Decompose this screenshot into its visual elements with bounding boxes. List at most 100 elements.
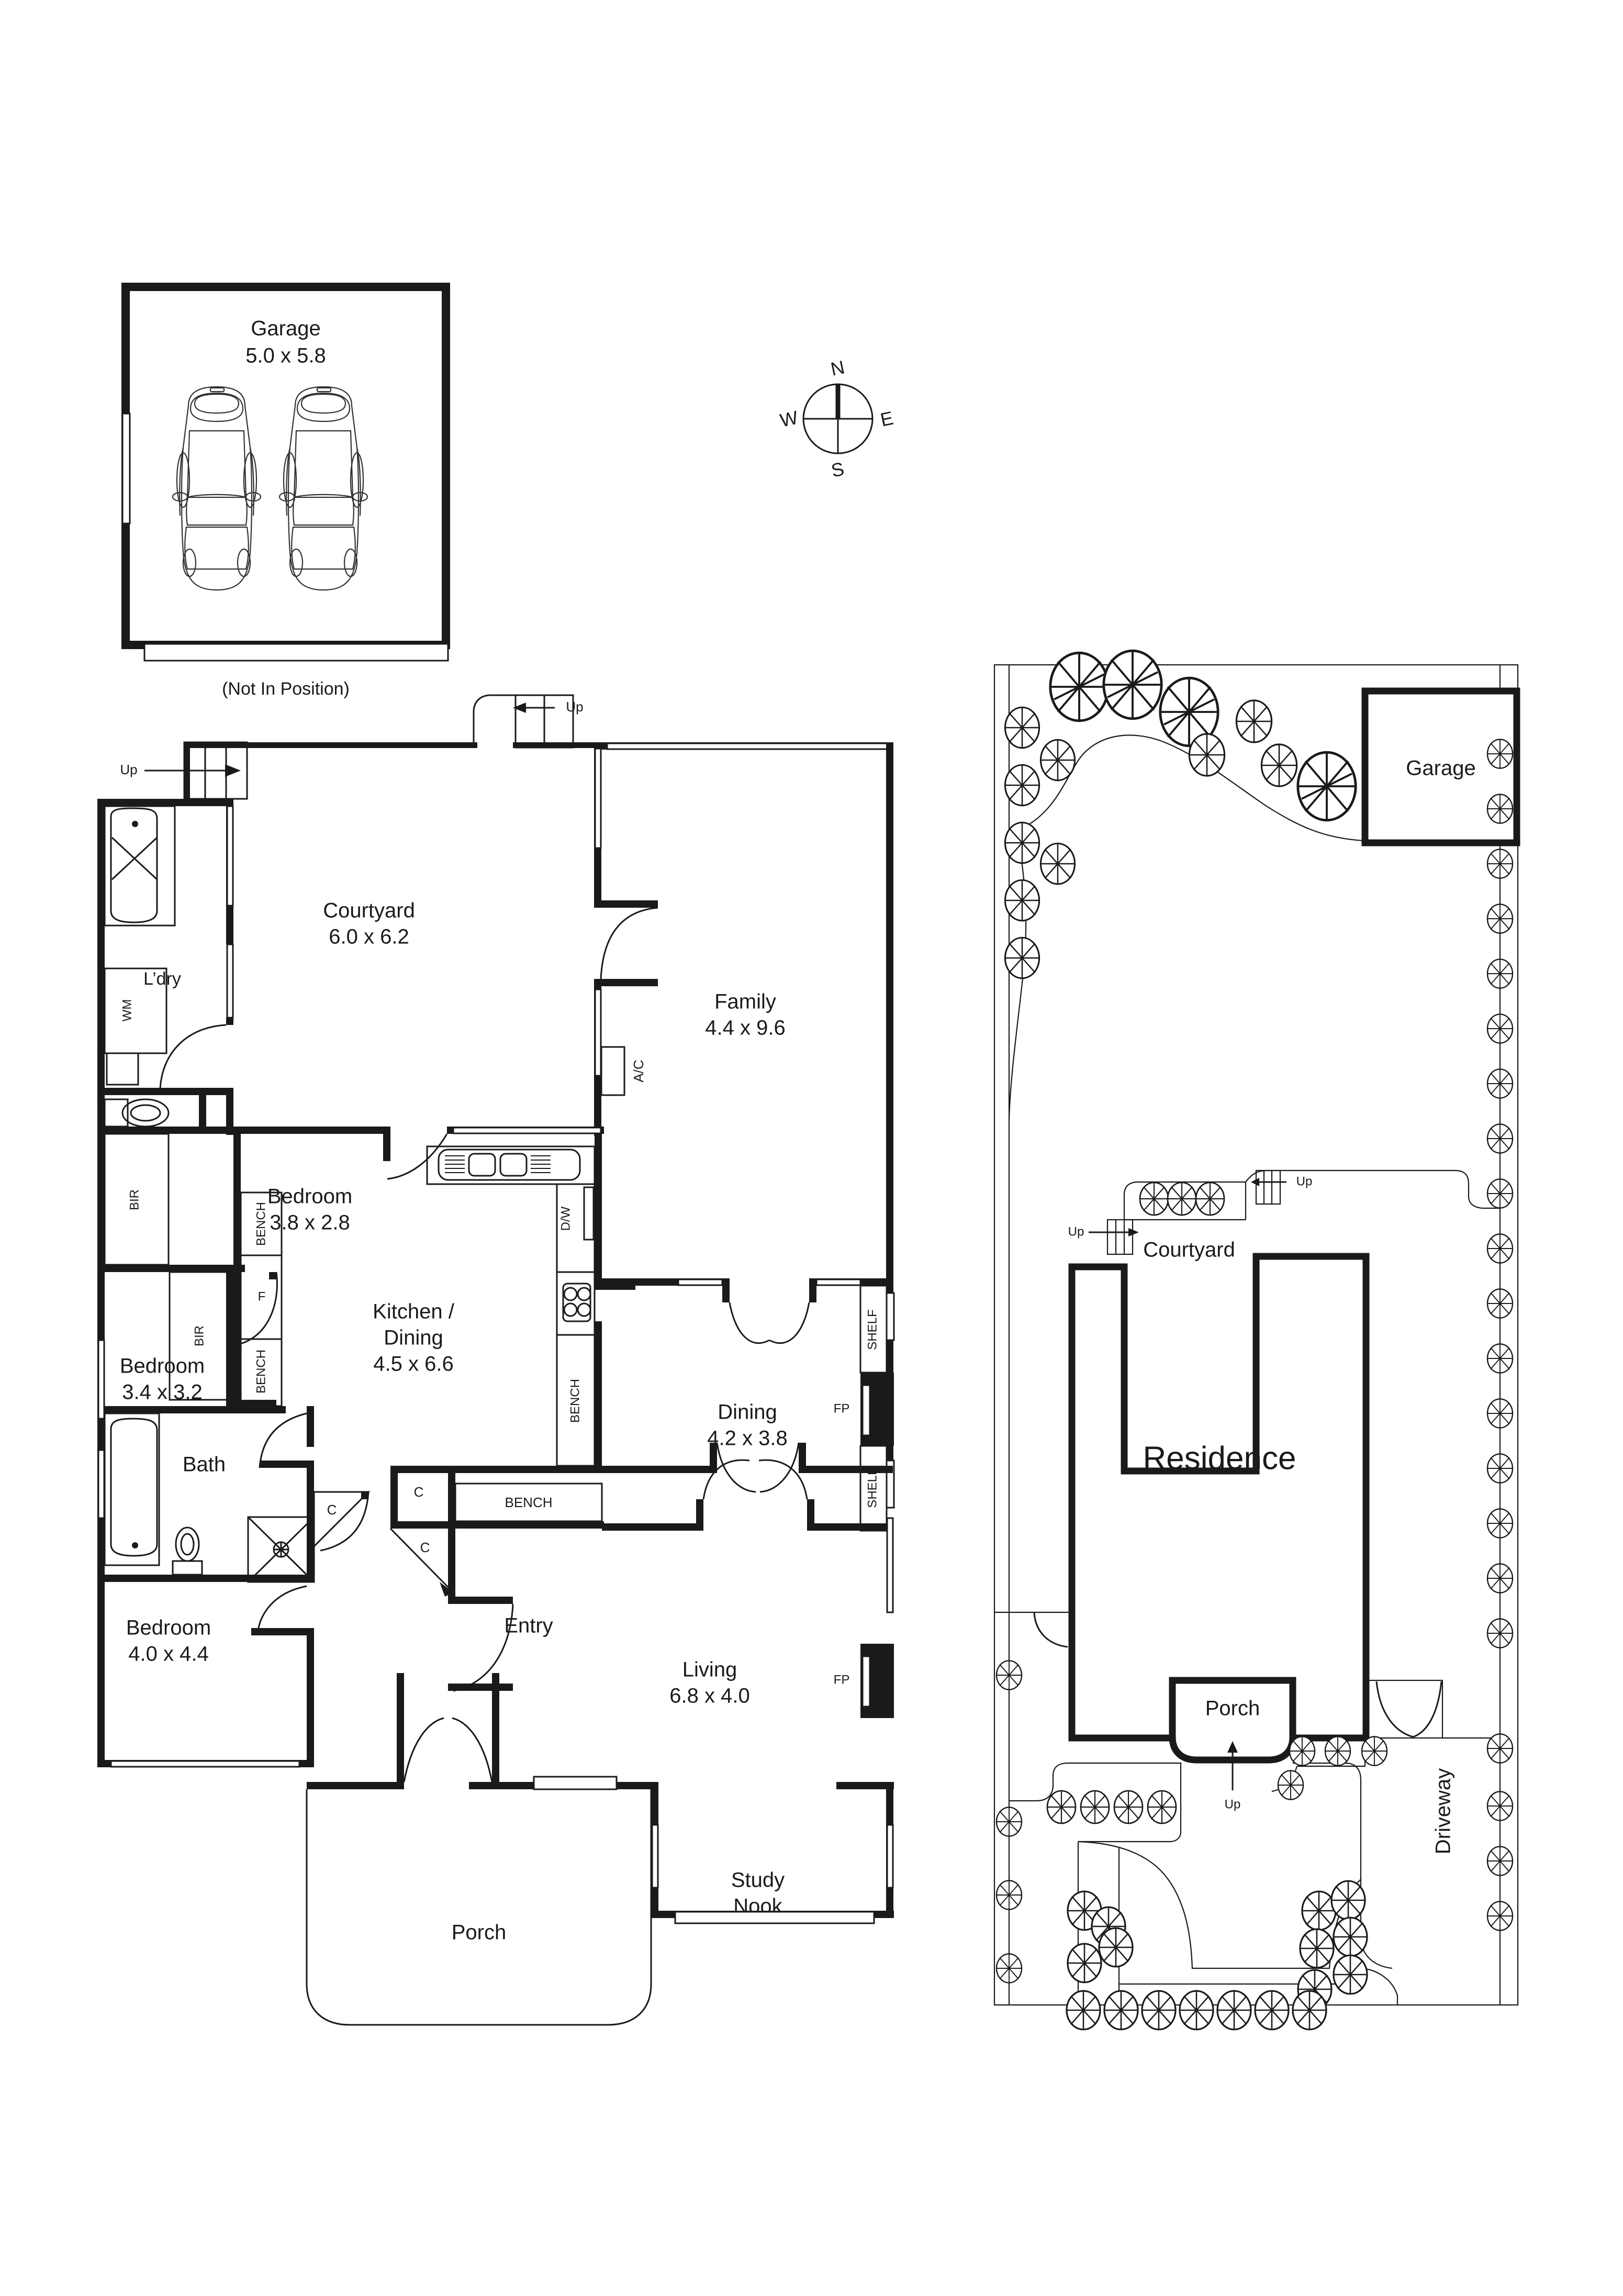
courtyard-label: Courtyard xyxy=(323,899,415,922)
bath-label: Bath xyxy=(183,1453,226,1476)
porch-outline xyxy=(306,1789,652,2026)
shrub-icon xyxy=(1277,1770,1304,1800)
wall-porch-north-left xyxy=(307,1782,404,1789)
site-planting xyxy=(995,649,1514,2031)
site-porch-label: Porch xyxy=(1205,1697,1260,1720)
shrub-icon xyxy=(1486,849,1514,879)
shrub-icon xyxy=(1486,1846,1514,1876)
dishwasher-door xyxy=(583,1186,595,1241)
wall-bedroom2-door-jamb xyxy=(269,1272,276,1279)
wc-cistern-bath xyxy=(172,1560,203,1576)
door-swing-bedroom2 xyxy=(233,1272,278,1346)
wall-ldry-stub-south xyxy=(199,1095,206,1127)
courtyard-window-2 xyxy=(594,988,602,1077)
wall-living-north-left xyxy=(602,1466,710,1473)
shrub-icon xyxy=(1486,1791,1514,1821)
wall-living-north-right xyxy=(806,1466,893,1473)
garage-wall-right xyxy=(442,283,450,649)
shrub-icon xyxy=(1004,764,1040,807)
shrub-icon xyxy=(1141,1990,1177,2031)
cupboard-label-2: C xyxy=(414,1484,424,1500)
door-swing-entry-right xyxy=(452,1717,493,1782)
kitchen-dimensions: 4.5 x 6.6 xyxy=(373,1353,453,1376)
shrub-icon xyxy=(1235,699,1273,743)
wall-hall-bench-south xyxy=(390,1521,604,1529)
shrub-icon xyxy=(1188,733,1226,777)
door-swing-ldry xyxy=(159,1024,227,1089)
shrub-icon xyxy=(1486,794,1514,824)
cooktop-burner-3 xyxy=(563,1302,578,1317)
courtyard-window-1 xyxy=(594,748,602,849)
shrub-icon xyxy=(1004,879,1040,922)
bedroom-3-window xyxy=(110,1760,300,1768)
fireplace-opening-dining xyxy=(861,1384,871,1436)
tree-icon xyxy=(1296,751,1357,822)
shrub-icon xyxy=(1139,1182,1169,1216)
site-rear-path-right xyxy=(1245,1169,1500,1209)
garage-side-window xyxy=(121,413,131,525)
wc-pan-inner xyxy=(130,1104,161,1122)
shrub-icon xyxy=(1113,1790,1144,1824)
wall-cupboard-jamb xyxy=(361,1492,368,1499)
courtyard-nook-outline xyxy=(473,694,516,742)
wall-courtyard-jog-2 xyxy=(594,979,658,986)
shrub-icon xyxy=(1486,1901,1514,1931)
door-swing-dining-n-right xyxy=(769,1302,810,1344)
sink-double xyxy=(438,1149,581,1181)
garage-wall-top xyxy=(121,283,450,291)
shrub-icon xyxy=(1330,1880,1366,1921)
kitchen-north-window xyxy=(452,1127,602,1134)
wall-kitchen-west xyxy=(233,1134,241,1401)
wall-bath-north xyxy=(105,1406,286,1413)
stair-up-label-n: Up xyxy=(566,699,583,715)
wall-bedroom3-jog xyxy=(251,1628,314,1635)
ac-label: A/C xyxy=(631,1060,646,1082)
bedroom-1-label: Bedroom xyxy=(267,1185,352,1208)
bench-kitchen-west-2 xyxy=(240,1338,283,1407)
dining-window-upper xyxy=(886,1292,895,1341)
shrub-icon xyxy=(1195,1182,1225,1216)
driveway-edge-left xyxy=(1009,1762,1182,1843)
wm-label: WM xyxy=(120,999,134,1022)
dining-dimensions: 4.2 x 3.8 xyxy=(707,1427,787,1450)
living-dimensions: 6.8 x 4.0 xyxy=(669,1685,749,1708)
ldry-door-frame xyxy=(226,943,234,1019)
compass-west-label: W xyxy=(778,406,800,431)
shrub-icon xyxy=(1486,1618,1514,1648)
wall-study-west-lower xyxy=(651,1888,658,1918)
bedroom-3-label: Bedroom xyxy=(126,1617,211,1640)
garage-inset: Garage 5.0 x 5.8 xyxy=(121,283,450,699)
bench-label-2: BENCH xyxy=(254,1350,268,1394)
site-garage-label: Garage xyxy=(1406,757,1475,780)
wall-bedroom1-south xyxy=(105,1265,245,1272)
garage-not-in-position-note: (Not In Position) xyxy=(222,679,350,699)
compass-rose: N S E W xyxy=(778,356,895,481)
compass-east-label: E xyxy=(878,407,895,431)
bath-tub-ldry xyxy=(110,807,158,923)
shrub-icon xyxy=(1179,1990,1214,2031)
garage-inset-dimensions: 5.0 x 5.8 xyxy=(245,344,326,367)
site-residence-outline xyxy=(1068,1253,1370,1742)
door-swing-living-n-right xyxy=(759,1442,800,1493)
wall-entry-door-right xyxy=(469,1782,499,1789)
site-plan: Garage Courtyard Residence Porch Up Up xyxy=(993,649,1520,2031)
wall-entry-west xyxy=(397,1673,404,1789)
wall-west-main xyxy=(97,799,105,1767)
wall-entry-north xyxy=(448,1684,513,1691)
shrub-icon xyxy=(1486,1123,1514,1154)
shrub-icon xyxy=(1486,739,1514,769)
shrub-icon xyxy=(1301,1890,1337,1931)
bench-label-3: BENCH xyxy=(568,1379,582,1423)
site-stair-up-right: Up xyxy=(1251,1169,1312,1205)
shrub-icon xyxy=(1066,1990,1101,2031)
shrub-icon xyxy=(1254,1990,1290,2031)
wall-north-courtyard-right xyxy=(513,742,628,748)
door-swing-dining-n-left xyxy=(729,1302,770,1344)
wall-cupboard-c1-west xyxy=(390,1466,398,1522)
study-nook-window-north xyxy=(533,1776,618,1790)
bench-label-1: BENCH xyxy=(254,1202,268,1246)
garage-roller-door xyxy=(143,643,449,662)
shrub-icon xyxy=(1486,1453,1514,1484)
cooktop-burner-2 xyxy=(577,1287,591,1301)
